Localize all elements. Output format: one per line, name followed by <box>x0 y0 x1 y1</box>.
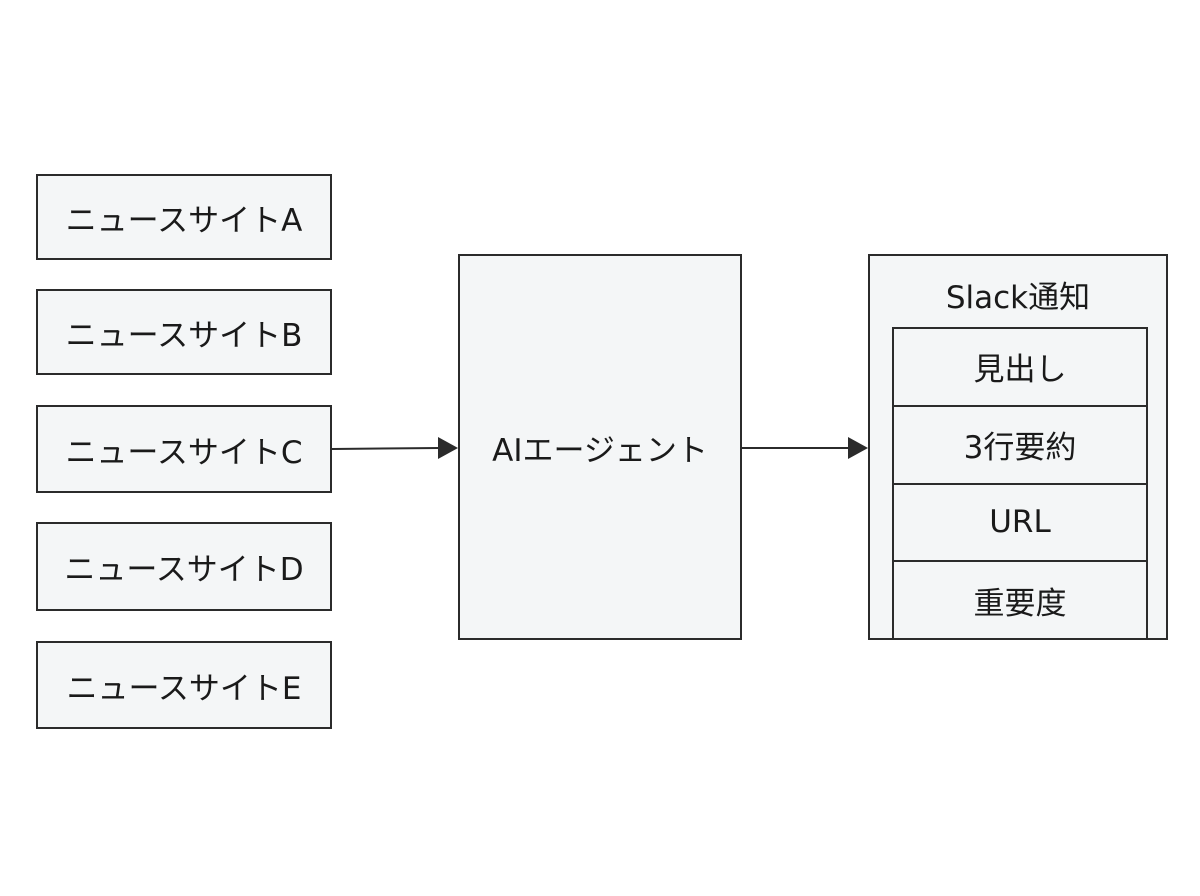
news-site-a-box: ニュースサイトA <box>36 174 332 260</box>
ai-agent-label: AIエージェント <box>492 432 708 469</box>
news-site-b-label: ニュースサイトB <box>65 317 303 354</box>
arrowhead-icon <box>848 437 868 459</box>
news-site-d-label: ニュースサイトD <box>64 552 304 588</box>
news-site-a-label: ニュースサイトA <box>65 202 303 239</box>
arrowhead-icon <box>438 437 458 459</box>
news-site-e-box: ニュースサイトE <box>36 641 332 729</box>
arrow-source-to-agent <box>331 437 458 459</box>
slack-field-headline: 見出し <box>894 329 1146 407</box>
news-site-d-box: ニュースサイトD <box>36 522 332 611</box>
news-site-e-label: ニュースサイトE <box>66 670 302 707</box>
arrow-agent-to-slack <box>742 437 868 459</box>
news-site-c-label: ニュースサイトC <box>65 434 303 471</box>
slack-field-importance: 重要度 <box>894 562 1146 640</box>
ai-agent-box: AIエージェント <box>458 254 742 640</box>
slack-field-summary: 3行要約 <box>894 406 1146 485</box>
slack-field-url: URL <box>894 484 1146 563</box>
slack-notification-title: Slack通知 <box>945 280 1091 316</box>
news-site-b-box: ニュースサイトB <box>36 289 332 375</box>
news-site-c-box: ニュースサイトC <box>36 405 332 493</box>
slack-notification-box: Slack通知 見出し 3行要約 URL 重要度 <box>868 254 1168 640</box>
slack-field-list: 見出し 3行要約 URL 重要度 <box>892 327 1148 640</box>
